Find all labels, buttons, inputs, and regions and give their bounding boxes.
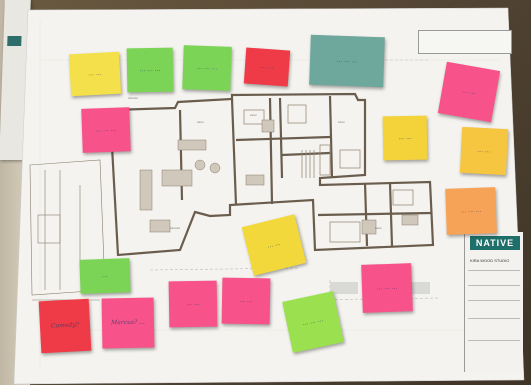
furniture <box>139 119 419 235</box>
note-text: ... ... ... <box>460 207 482 215</box>
title-block-label: KIRA WOOD STUDIO <box>470 258 510 263</box>
title-block-rule <box>468 270 520 271</box>
title-block-rule <box>468 285 520 286</box>
note-text: ... ... <box>239 297 253 305</box>
title-block <box>464 232 523 372</box>
room-label: ▭▭▭ <box>170 226 180 230</box>
sticky-note[interactable]: Comedy? <box>38 298 92 354</box>
note-text: ... ... <box>186 300 200 308</box>
sticky-note[interactable]: ... ... ... <box>81 107 131 153</box>
logo: NATIVE <box>470 236 520 250</box>
note-text: ... ... <box>461 87 477 97</box>
note-text: ... ... <box>477 147 491 155</box>
room-label: ▭▭▭ <box>128 96 138 100</box>
title-block-rule <box>468 340 520 341</box>
sticky-note[interactable]: ... ... ... <box>182 45 232 91</box>
room-label: ▭▭ <box>338 120 345 124</box>
paving <box>330 282 430 294</box>
sticky-note[interactable]: ... ... <box>243 47 291 87</box>
sticky-note[interactable]: Marcus? ... <box>101 297 155 349</box>
note-text: ... ... ... <box>336 57 358 65</box>
sticky-note[interactable]: ... ... ... <box>445 187 497 235</box>
note-text: ... ... ... <box>139 66 161 74</box>
revision-table <box>418 30 512 54</box>
note-text: Comedy? <box>50 321 80 331</box>
note-text: ... <box>102 272 108 280</box>
note-text: ... ... <box>398 134 412 142</box>
sticky-note[interactable]: ... ... <box>382 115 428 161</box>
sticky-note[interactable]: ... ... <box>459 126 509 176</box>
sticky-note[interactable]: ... <box>79 258 131 294</box>
sticky-note[interactable]: ... ... <box>168 280 218 328</box>
note-text: ... ... ... <box>95 126 117 134</box>
room-label: ▭▭ <box>250 113 257 117</box>
sticky-note[interactable]: ... ... ... <box>282 291 344 353</box>
title-block-rule <box>468 300 520 301</box>
note-text: ... ... <box>88 70 102 78</box>
note-text: ... ... <box>266 239 282 250</box>
sticky-note[interactable]: ... ... <box>221 277 271 325</box>
note-text: ... ... <box>260 62 274 71</box>
room-label: ▭▭ <box>197 120 204 124</box>
note-text: ... ... ... <box>376 284 398 292</box>
note-text: ... ... ... <box>301 316 324 328</box>
building-walls <box>108 92 435 257</box>
sticky-note[interactable]: ... ... ... <box>361 263 413 313</box>
note-text: ... ... ... <box>196 64 218 72</box>
title-block-rule <box>468 318 520 319</box>
note-text: Marcus? ... <box>111 319 145 327</box>
sticky-note[interactable]: ... ... ... <box>126 47 174 93</box>
sticky-note[interactable]: ... ... <box>68 51 122 97</box>
sticky-note[interactable]: ... ... ... <box>309 34 385 88</box>
room-label: ▭▭ <box>375 226 382 230</box>
interior-lines <box>243 104 414 243</box>
sticky-note[interactable]: ... ... <box>437 61 501 123</box>
